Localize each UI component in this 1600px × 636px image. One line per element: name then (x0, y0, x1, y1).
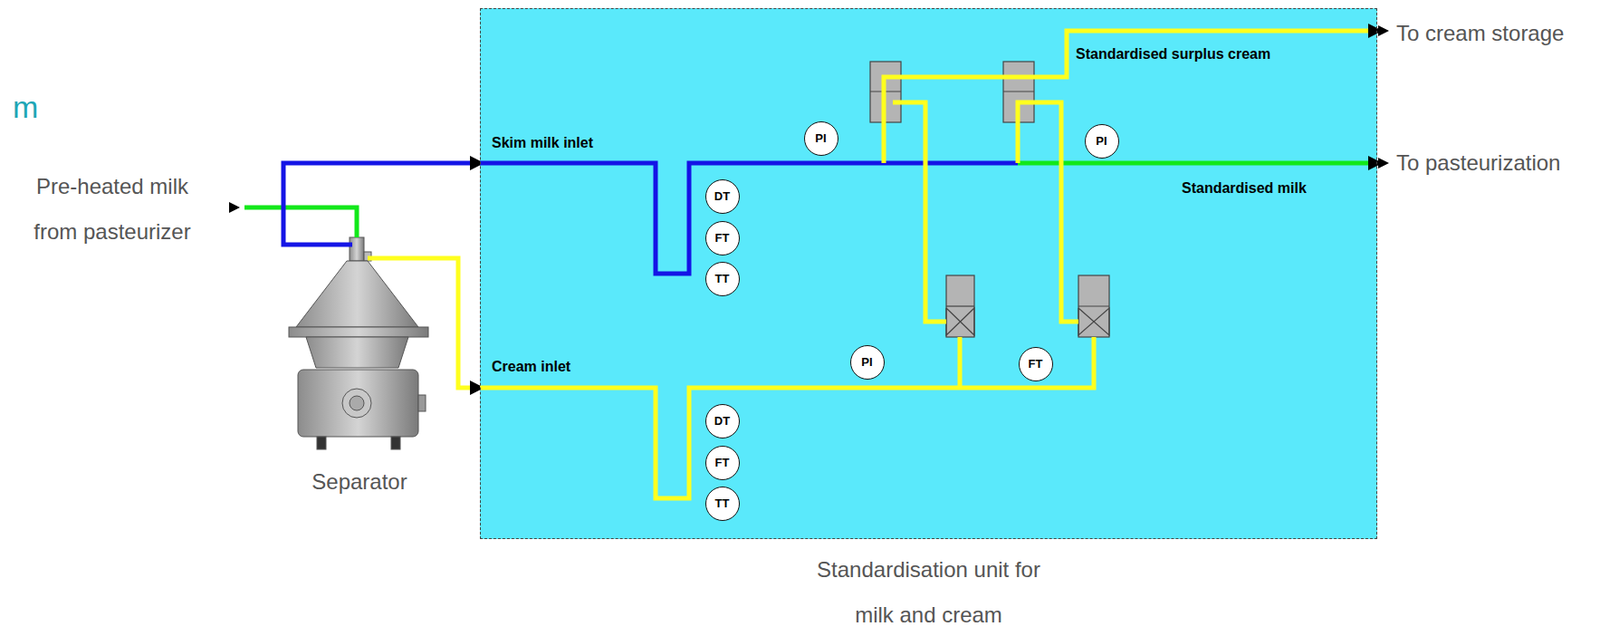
instrument-circle: FT (1018, 346, 1054, 382)
page-title-fragment: m (12, 89, 39, 125)
instrument-tag: FT (715, 231, 730, 244)
pipes (244, 30, 1371, 499)
instrument-circle: PI (1084, 124, 1120, 159)
valve-symbols (870, 61, 1110, 337)
unit-caption: Standardisation unit for milk and cream (815, 546, 1043, 636)
instrument-tag: TT (715, 272, 730, 285)
unit-ground (479, 8, 1378, 539)
stream-label: Skim milk inlet (491, 134, 594, 152)
instrument-tag: PI (861, 355, 872, 368)
destination-label: To cream storage (1396, 20, 1564, 47)
inlet-arrow (229, 201, 240, 213)
source-label: Pre-heated milk from pasteurizer (15, 163, 211, 255)
instrument-circle: FT (705, 220, 740, 256)
instrument-tag: FT (1028, 357, 1044, 370)
outlet-arrow (1378, 25, 1390, 37)
unit-boundary: Standardisation unit for milk and creamP… (479, 8, 1378, 539)
outlet-arrow (1378, 157, 1390, 169)
instrument-circle: DT (705, 403, 740, 439)
stream-label: Standardised surplus cream (1075, 46, 1271, 63)
instrument-circle: FT (705, 445, 740, 480)
instrument-circle: TT (705, 261, 740, 297)
instrument-tag: TT (715, 497, 730, 509)
instrument-circle: PI (804, 121, 839, 156)
instrument-circle: DT (705, 179, 740, 214)
instrument-tag: PI (1095, 134, 1107, 147)
instrument-circle: PI (850, 344, 885, 380)
separator-symbol (288, 237, 429, 450)
stream-label: Standardised milk (1181, 180, 1307, 197)
instrument-circle: TT (705, 486, 740, 521)
instrument-tag: DT (714, 190, 730, 202)
instrument-tag: PI (814, 132, 826, 144)
destination-label: To pasteurization (1396, 150, 1561, 176)
stream-label: Cream inlet (491, 358, 571, 375)
equipment-label: Separator (311, 469, 407, 495)
instrument-tag: FT (715, 456, 730, 469)
instrument-tag: DT (714, 414, 730, 427)
